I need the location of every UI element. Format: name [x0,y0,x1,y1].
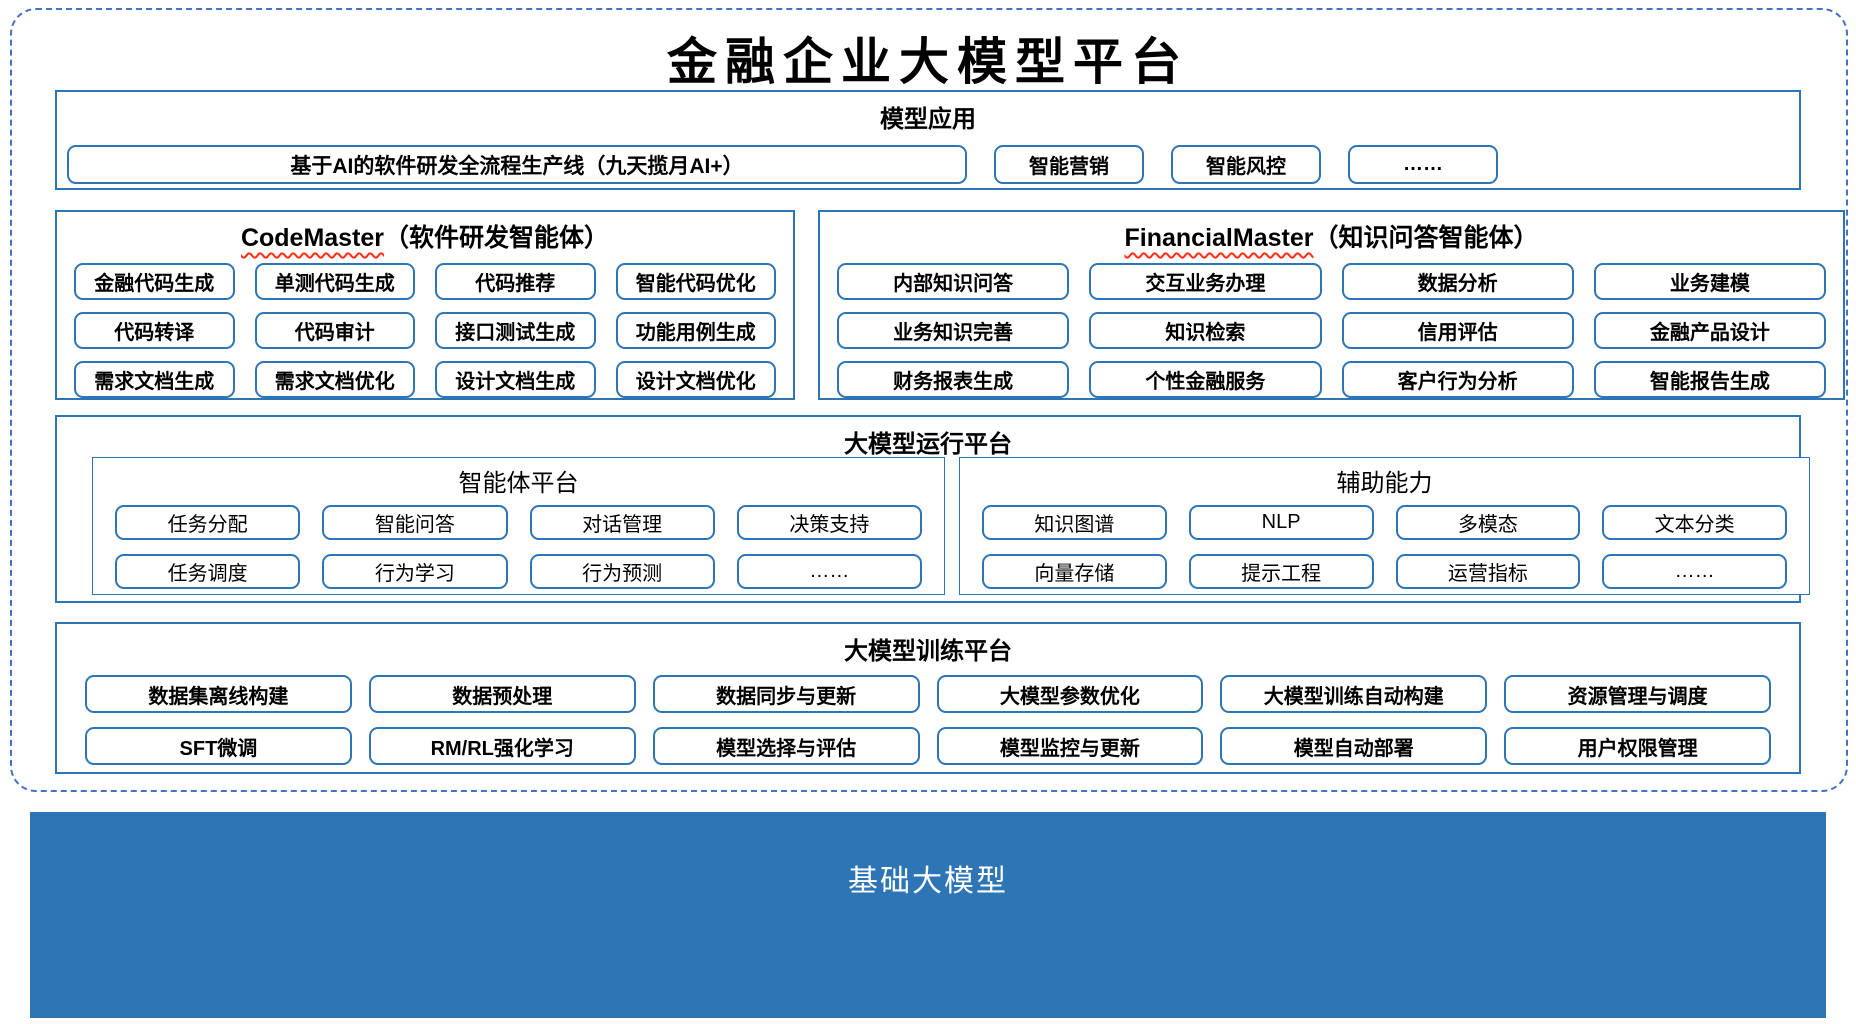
capability-item: 决策支持 [736,505,922,540]
financialmaster-title: FinancialMaster（知识问答智能体） [820,218,1843,254]
capability-item: 资源管理与调度 [1504,675,1771,713]
capability-item: 运营指标 [1395,554,1581,589]
financialmaster-name-cn: （知识问答智能体） [1313,224,1539,252]
financialmaster-name-en: FinancialMaster [1124,224,1314,252]
agent-platform-header: 智能体平台 [458,470,579,497]
base-model-label: 基础大模型 [848,865,1008,898]
codemaster-name-cn: （软件研发智能体） [384,224,610,252]
capability-item: 大模型参数优化 [936,675,1204,713]
app-item: 智能风控 [1171,145,1321,184]
section-header-training: 大模型训练平台 [844,638,1012,665]
section-codemaster: CodeMaster（软件研发智能体） 金融代码生成 单测代码生成 代码推荐 智… [55,210,795,400]
section-training-platform: 大模型训练平台 数据集离线构建 数据预处理 数据同步与更新 大模型参数优化 大模… [55,622,1801,774]
capability-item: 需求文档优化 [254,361,415,398]
capability-item: 智能问答 [322,505,508,540]
capability-item: 大模型训练自动构建 [1220,675,1488,713]
section-financialmaster: FinancialMaster（知识问答智能体） 内部知识问答 交互业务办理 数… [818,210,1845,400]
capability-item: 智能报告生成 [1593,361,1826,398]
capability-item: 业务建模 [1593,263,1826,300]
app-item: 智能营销 [994,145,1144,184]
section-model-applications: 模型应用 基于AI的软件研发全流程生产线（九天揽月AI+） 智能营销 智能风控 … [55,90,1801,190]
capability-item: 业务知识完善 [837,312,1070,349]
capability-item: 智能代码优化 [615,263,776,300]
capability-item: 代码转译 [74,312,235,349]
capability-item: 个性金融服务 [1089,361,1322,398]
page-title: 金融企业大模型平台 [667,32,1189,91]
capability-item: 向量存储 [982,554,1167,589]
capability-item: 模型自动部署 [1220,727,1488,765]
capability-item: 提示工程 [1188,554,1374,589]
capability-item: 多模态 [1395,505,1581,540]
outer-dashed-frame [10,8,1848,792]
capability-item: 设计文档优化 [615,361,776,398]
capability-item: 客户行为分析 [1341,361,1574,398]
capability-item: 代码推荐 [435,263,596,300]
codemaster-grid: 金融代码生成 单测代码生成 代码推荐 智能代码优化 代码转译 代码审计 接口测试… [57,254,793,398]
app-item-ellipsis: …… [1348,145,1498,184]
section-header-runtime: 大模型运行平台 [844,431,1012,458]
capability-item: 单测代码生成 [254,263,415,300]
financialmaster-grid: 内部知识问答 交互业务办理 数据分析 业务建模 业务知识完善 知识检索 信用评估… [820,254,1843,398]
app-item-ai-pipeline: 基于AI的软件研发全流程生产线（九天揽月AI+） [67,145,967,184]
capability-item: 设计文档生成 [435,361,596,398]
capability-item: 内部知识问答 [837,263,1070,300]
base-model-bar: 基础大模型 [30,812,1826,1018]
capability-item: SFT微调 [85,727,352,765]
model-app-row: 基于AI的软件研发全流程生产线（九天揽月AI+） 智能营销 智能风控 …… [67,145,1789,184]
capability-item: 数据预处理 [368,675,636,713]
codemaster-name-en: CodeMaster [240,224,385,252]
capability-item: 用户权限管理 [1504,727,1771,765]
section-header-model-applications: 模型应用 [880,106,976,133]
aux-ability-grid: 知识图谱 NLP 多模态 文本分类 向量存储 提示工程 运营指标 …… [960,498,1809,589]
capability-item: 任务分配 [115,505,301,540]
capability-item: 金融代码生成 [74,263,235,300]
capability-item: 交互业务办理 [1089,263,1322,300]
capability-item: 数据集离线构建 [85,675,352,713]
capability-item: 知识图谱 [982,505,1167,540]
training-grid: 数据集离线构建 数据预处理 数据同步与更新 大模型参数优化 大模型训练自动构建 … [57,666,1799,765]
aux-ability-header: 辅助能力 [1336,470,1433,497]
capability-item: 数据分析 [1341,263,1574,300]
capability-item: 模型监控与更新 [936,727,1204,765]
section-runtime-platform: 大模型运行平台 智能体平台 任务分配 智能问答 对话管理 决策支持 任务调度 行… [55,415,1810,603]
capability-item: 行为学习 [322,554,508,589]
agent-platform-grid: 任务分配 智能问答 对话管理 决策支持 任务调度 行为学习 行为预测 …… [93,498,944,589]
codemaster-title: CodeMaster（软件研发智能体） [57,218,793,254]
capability-item: 对话管理 [529,505,715,540]
capability-item: 模型选择与评估 [652,727,920,765]
capability-item: 行为预测 [529,554,715,589]
capability-item: 功能用例生成 [615,312,776,349]
subsection-aux-ability: 辅助能力 知识图谱 NLP 多模态 文本分类 向量存储 提示工程 运营指标 …… [959,457,1810,595]
capability-item: 信用评估 [1341,312,1574,349]
capability-item: 文本分类 [1602,505,1787,540]
capability-item: 接口测试生成 [435,312,596,349]
subsection-agent-platform: 智能体平台 任务分配 智能问答 对话管理 决策支持 任务调度 行为学习 行为预测… [92,457,945,595]
capability-item: 金融产品设计 [1593,312,1826,349]
capability-item-ellipsis: …… [1602,554,1787,589]
capability-item: 知识检索 [1089,312,1322,349]
capability-item-ellipsis: …… [736,554,922,589]
capability-item: 需求文档生成 [74,361,235,398]
capability-item: RM/RL强化学习 [368,727,636,765]
capability-item: NLP [1188,505,1374,540]
capability-item: 代码审计 [254,312,415,349]
capability-item: 数据同步与更新 [652,675,920,713]
capability-item: 财务报表生成 [837,361,1070,398]
capability-item: 任务调度 [115,554,301,589]
